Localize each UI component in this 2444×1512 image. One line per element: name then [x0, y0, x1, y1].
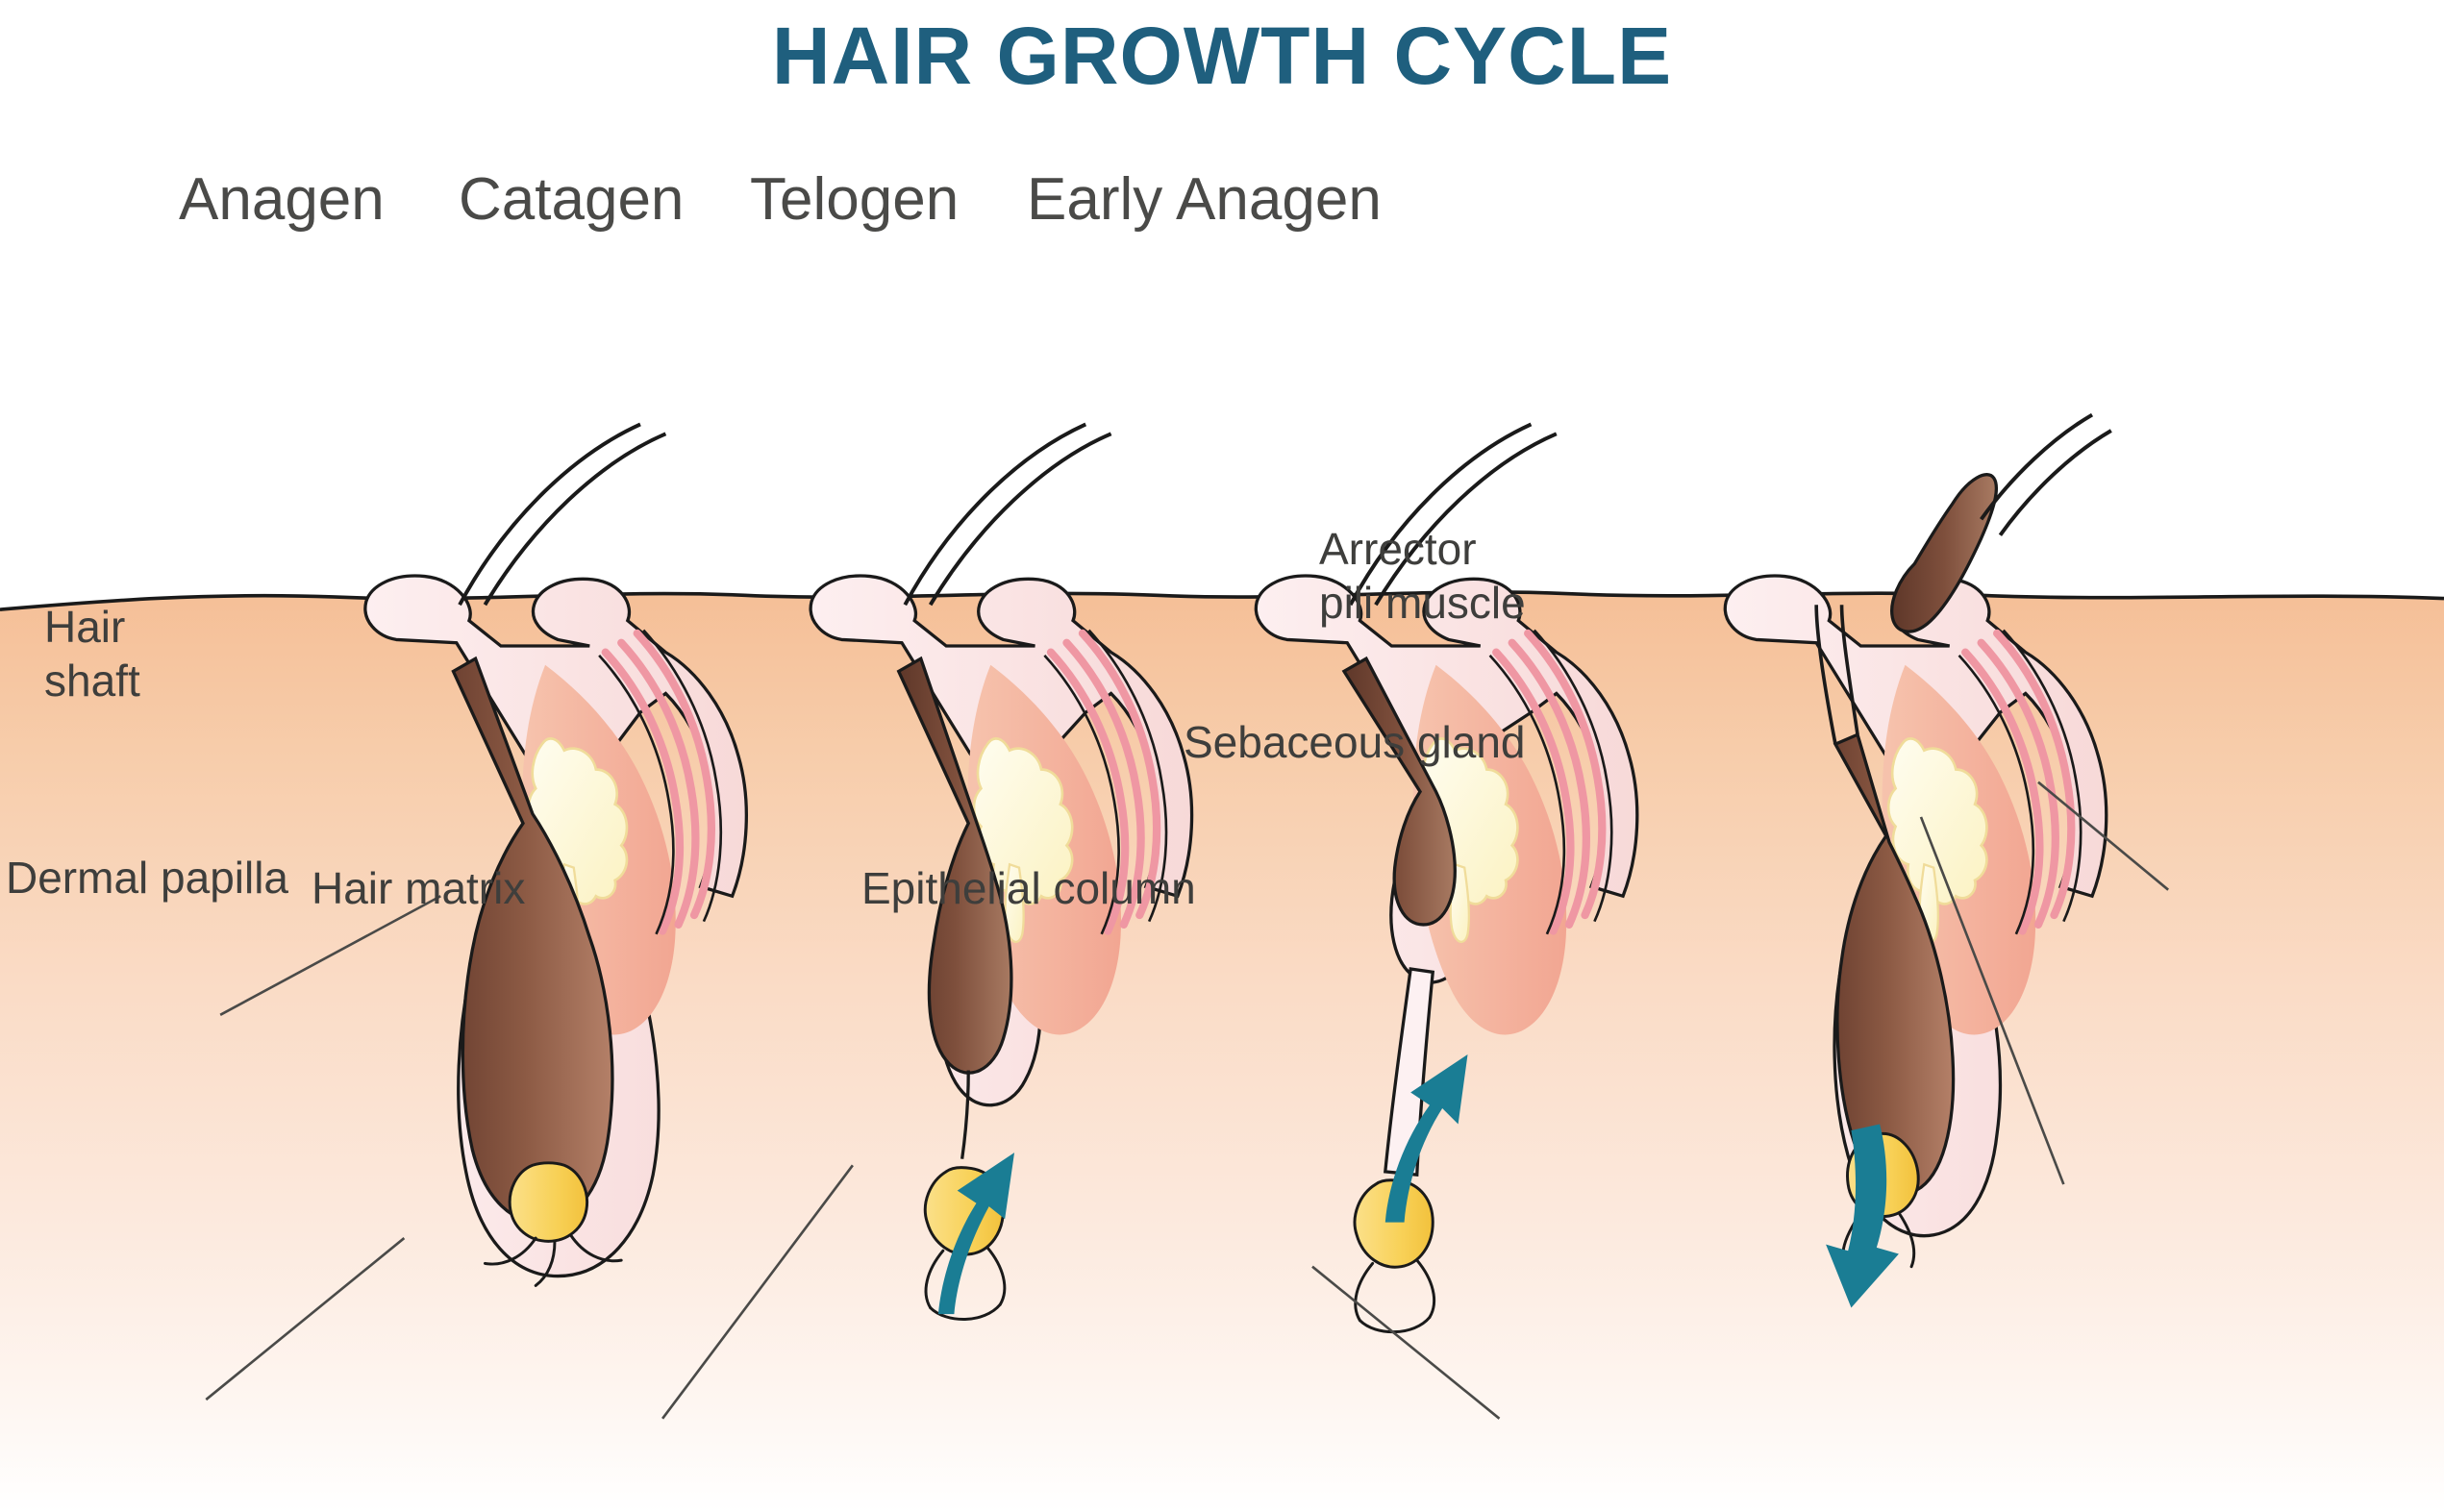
arrector-pili-muscle-telogen — [1492, 629, 1607, 935]
arrector-pili-outline-early-anagen — [1958, 629, 2082, 935]
shed-club-hair-early-anagen — [1890, 473, 1998, 633]
callout-epithelial-column: Epithelial column — [861, 862, 1196, 914]
sebaceous-duct-catagen — [1004, 862, 1025, 943]
sebaceous-gland-catagen — [972, 737, 1074, 905]
dermal-papilla-anagen — [508, 1161, 589, 1243]
callout-arrector-pili-line1: Arrector — [1319, 524, 1477, 574]
follicle-catagen — [809, 422, 1194, 1321]
stage-label-anagen: Anagen — [179, 165, 385, 234]
papilla-vessels-telogen — [1354, 1258, 1436, 1334]
callout-arrector-pili-line2: pili muscle — [1319, 578, 1526, 629]
papilla-vessels-anagen — [483, 1233, 623, 1287]
stage-label-telogen: Telogen — [750, 165, 959, 234]
arrector-pili-outline-telogen — [1488, 629, 1613, 935]
early-anagen-arrow — [1826, 1124, 1899, 1308]
new-hair-shaft-early-anagen — [1814, 605, 1859, 745]
arrector-pili-muscle-early-anagen — [1961, 629, 2076, 935]
callout-hair-matrix: Hair matrix — [312, 862, 525, 914]
callout-hair-matrix-text: Hair matrix — [312, 863, 526, 913]
callout-sebaceous-gland-text: Sebaceous gland — [1184, 717, 1526, 767]
page-title-text: HAIR GROWTH CYCLE — [771, 11, 1673, 101]
telogen-arrow — [1384, 1053, 1468, 1223]
leader-hair-shaft — [219, 895, 441, 1016]
leader-dermal-papilla — [205, 1237, 406, 1401]
follicle-telogen — [1254, 422, 1639, 1334]
stage-label-early-anagen-text: Early Anagen — [1027, 166, 1382, 233]
club-hair-telogen — [1341, 656, 1457, 927]
leader-sebaceous-gland — [1919, 816, 2065, 1185]
papilla-vessels-catagen — [924, 1246, 1007, 1321]
stage-label-anagen-text: Anagen — [179, 166, 385, 233]
hair-shaft-catagen — [903, 422, 1112, 607]
catagen-strand — [960, 1070, 970, 1159]
hair-bulb-catagen — [896, 656, 1013, 1075]
callout-arrector-pili-muscle: Arrector pili muscle — [1319, 522, 1526, 630]
sebaceous-gland-early-anagen — [1886, 737, 1988, 905]
callout-epithelial-column-text: Epithelial column — [861, 863, 1196, 913]
new-hair-bulb-early-anagen — [1833, 732, 1956, 1196]
hair-shaft-telogen — [1348, 422, 1558, 607]
arrector-pili-muscle-catagen — [1046, 629, 1161, 935]
stage-label-early-anagen: Early Anagen — [1027, 165, 1382, 234]
page-title: HAIR GROWTH CYCLE — [0, 13, 2444, 98]
hair-shaft-early-anagen — [1980, 412, 2112, 536]
callout-hair-shaft-line2: shaft — [44, 656, 140, 706]
arrector-pili-muscle-anagen — [601, 629, 715, 935]
stage-label-telogen-text: Telogen — [750, 166, 960, 233]
callout-hair-shaft-line1: Hair — [44, 602, 126, 652]
arrector-pili-outline-anagen — [598, 629, 723, 935]
hair-shaft-anagen — [458, 422, 667, 607]
callout-sebaceous-gland: Sebaceous gland — [1184, 716, 1526, 768]
leader-lines — [205, 781, 2170, 1420]
callout-hair-shaft: Hair shaft — [44, 600, 140, 707]
leader-arrector-pili — [2037, 781, 2170, 891]
epithelial-column-telogen — [1383, 967, 1435, 1177]
callout-dermal-papilla-text: Dermal papilla — [6, 853, 289, 903]
stage-label-catagen-text: Catagen — [459, 166, 685, 233]
leader-epithelial-column — [1311, 1265, 1501, 1420]
catagen-arrow — [937, 1153, 1015, 1315]
callout-dermal-papilla: Dermal papilla — [6, 852, 288, 904]
arrector-pili-outline-catagen — [1043, 629, 1168, 935]
stage-label-catagen: Catagen — [459, 165, 684, 234]
follicle-anagen — [363, 422, 748, 1287]
leader-hair-matrix — [661, 1164, 854, 1420]
